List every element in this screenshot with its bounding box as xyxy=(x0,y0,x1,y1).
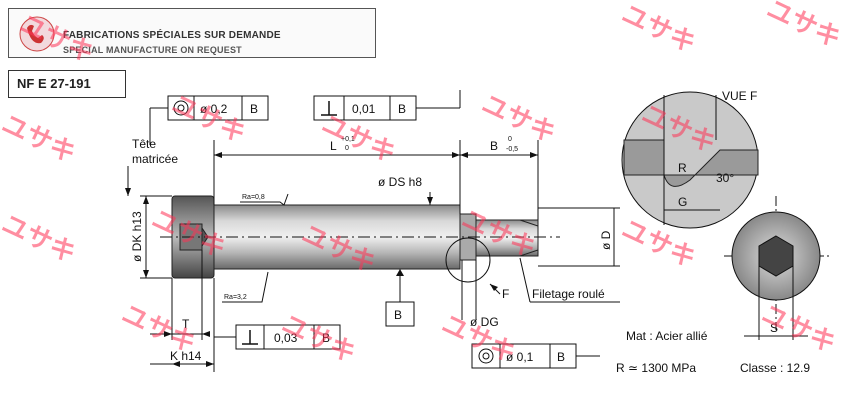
concentricity-icon xyxy=(173,100,189,116)
head-note-line2: matricée xyxy=(132,152,178,166)
dim-tol-upper: 0 xyxy=(508,136,512,143)
dim-label: B xyxy=(490,139,498,153)
datum-b: B xyxy=(385,269,415,327)
label-angle: 30° xyxy=(716,171,734,185)
dimension-t: T xyxy=(150,250,210,340)
label-s: S xyxy=(770,321,778,335)
dim-label: ø DK h13 xyxy=(130,211,144,262)
detail-view-f: VUE F R G 30° xyxy=(621,89,759,229)
dimension-b: B 0 -0,5 xyxy=(460,136,539,220)
tolerance-value: 0,03 xyxy=(274,331,298,345)
banner-title: FABRICATIONS SPÉCIALES SUR DEMANDE xyxy=(63,30,281,41)
tolerance-frame-concentricity-bottom: ø 0,1 B xyxy=(471,343,600,369)
hex-socket-icon xyxy=(758,235,794,277)
dim-tol-lower: 0 xyxy=(345,145,349,152)
tolerance-value: ø 0,2 xyxy=(200,102,228,116)
label-f: F xyxy=(502,287,509,301)
head-note-line1: Tête xyxy=(132,137,156,151)
tolerance-frame-perpendicular-bottom: 0,03 B xyxy=(214,324,341,350)
tolerance-datum: B xyxy=(398,102,406,116)
perpendicularity-icon xyxy=(321,101,337,116)
perpendicularity-icon xyxy=(242,330,258,345)
tolerance-datum: B xyxy=(557,350,565,364)
watermark-text: ユサキ xyxy=(277,309,360,369)
label-g: G xyxy=(678,195,687,209)
dimension-d: ø D xyxy=(538,207,620,267)
phone-logo-icon xyxy=(19,16,55,52)
concentricity-icon xyxy=(478,348,494,364)
detail-circle-f xyxy=(445,237,491,283)
roughness-bottom: Ra=3,2 xyxy=(224,294,247,301)
datum-label: B xyxy=(394,308,402,322)
dim-tol-lower: -0,5 xyxy=(506,146,518,153)
tolerance-frame-concentricity-head: ø 0,2 B xyxy=(149,95,269,145)
watermark-text: ユサキ xyxy=(117,299,200,359)
watermark-text: ユサキ xyxy=(0,109,80,169)
tolerance-datum: B xyxy=(322,331,330,345)
label-r: R xyxy=(678,161,687,175)
dimension-l: L +0,1 0 xyxy=(213,136,461,214)
dim-tol-upper: +0,1 xyxy=(341,136,355,143)
watermark-text: ユサキ xyxy=(15,9,98,69)
tolerance-datum: B xyxy=(250,102,258,116)
tensile-strength: R ≃ 1300 MPa xyxy=(616,361,696,375)
watermark-text: ユサキ xyxy=(0,209,80,269)
label-ds: ø DS h8 xyxy=(378,175,422,189)
screw-thread xyxy=(475,219,539,257)
dimension-k: K h14 xyxy=(150,278,215,372)
standard-reference: NF E 27-191 xyxy=(8,70,126,98)
dimension-dk: ø DK h13 xyxy=(130,195,172,279)
view-title: VUE F xyxy=(722,89,757,103)
material-spec: Mat : Acier allié xyxy=(626,329,708,343)
manufacture-banner: FABRICATIONS SPÉCIALES SUR DEMANDE SPECI… xyxy=(8,8,376,58)
dim-label: ø D xyxy=(599,230,613,250)
end-view-hex-socket: S xyxy=(724,196,830,340)
watermark-text: ユサキ xyxy=(617,0,700,59)
label-dg: ø DG xyxy=(470,315,499,329)
banner-subtitle: SPECIAL MANUFACTURE ON REQUEST xyxy=(63,45,242,55)
tolerance-frame-perpendicular-top: 0,01 B xyxy=(313,90,461,121)
tolerance-value: 0,01 xyxy=(352,102,376,116)
tolerance-value: ø 0,1 xyxy=(506,350,534,364)
dim-label: L xyxy=(330,139,337,153)
dim-label: T xyxy=(182,317,190,331)
watermark-text: ユサキ xyxy=(757,299,840,359)
strength-class: Classe : 12.9 xyxy=(740,361,810,375)
roughness-top: Ra=0,8 xyxy=(242,194,265,201)
label-filetage: Filetage roulé xyxy=(532,287,605,301)
dim-label: K h14 xyxy=(170,349,202,363)
watermark-text: ユサキ xyxy=(762,0,845,54)
